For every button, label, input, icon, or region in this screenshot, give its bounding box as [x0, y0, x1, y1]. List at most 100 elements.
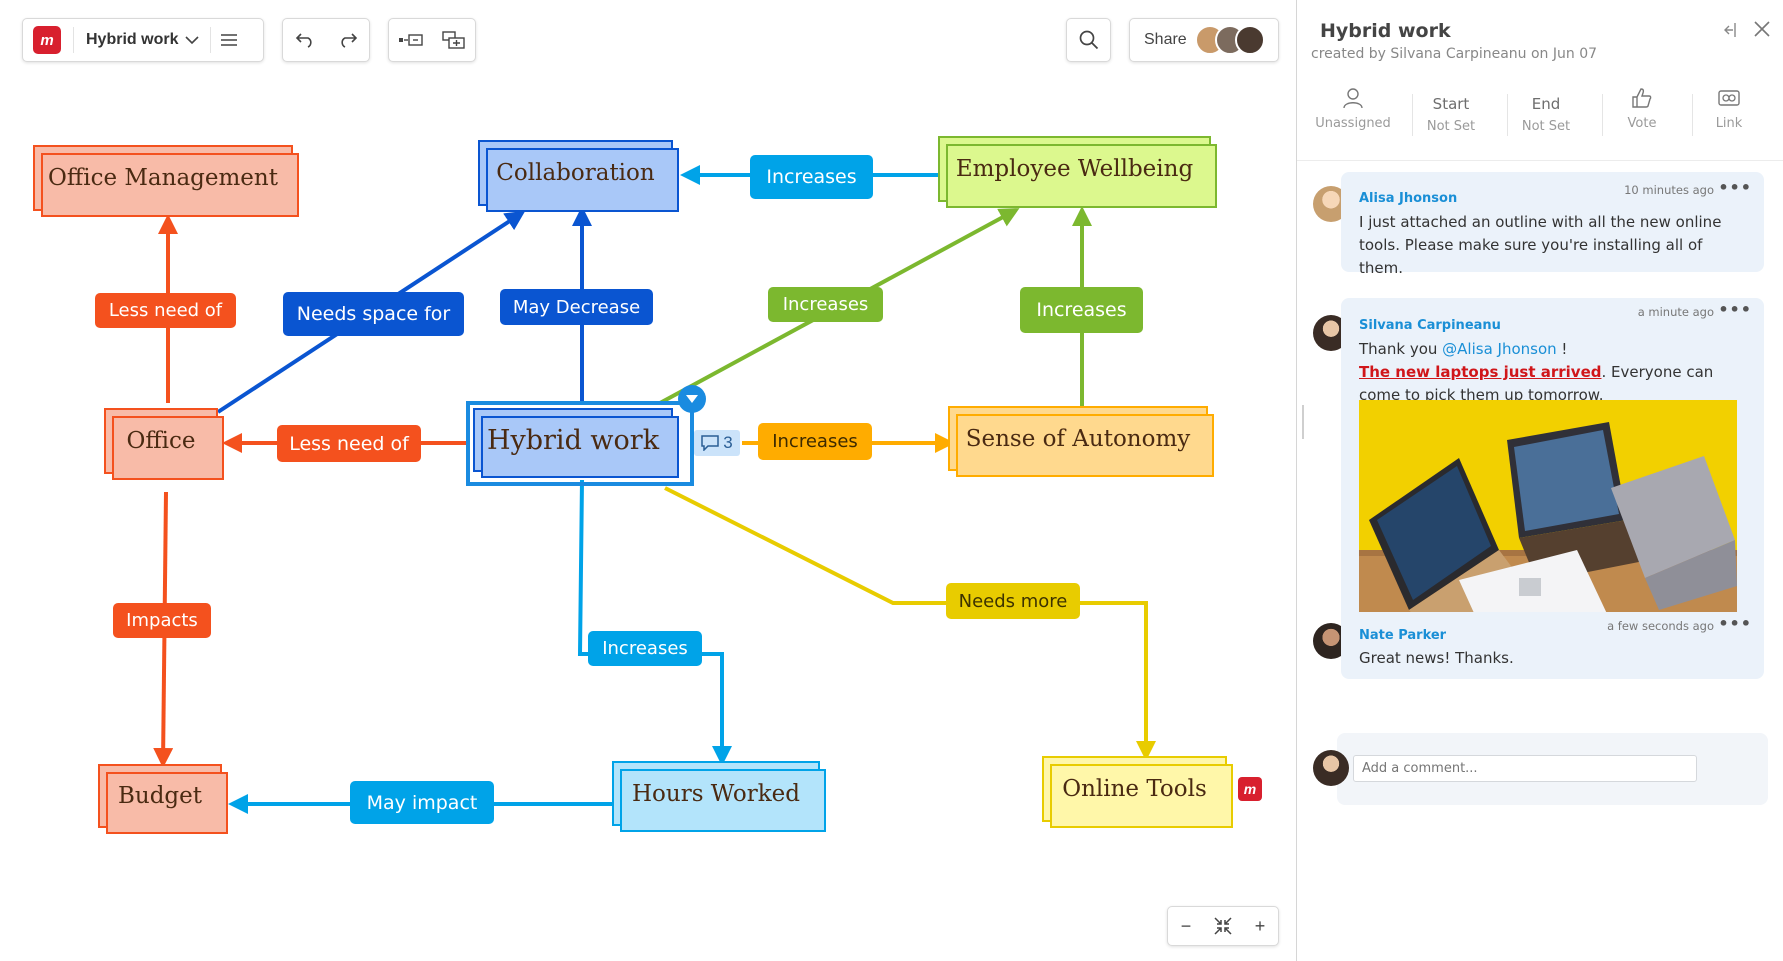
comment-text: Thank you @Alisa Jhonson !The new laptop… — [1359, 340, 1714, 404]
add-subtopic-icon — [441, 31, 465, 49]
comment-text: I just attached an outline with all the … — [1359, 213, 1722, 277]
collapse-panel-icon — [1724, 23, 1736, 37]
more-options-icon[interactable]: ••• — [1718, 300, 1752, 319]
topic-collapse-toggle[interactable] — [678, 385, 706, 413]
assignee-field[interactable]: Unassigned — [1313, 86, 1393, 131]
link-label: Link — [1715, 116, 1743, 131]
end-label: End — [1531, 95, 1561, 113]
laptops-photo — [1359, 400, 1737, 646]
undo-icon — [295, 33, 312, 48]
menu-button[interactable] — [211, 19, 247, 61]
comment-item: Silvana Carpineanu a minute ago ••• Than… — [1341, 298, 1764, 670]
central-topic-selection — [466, 401, 694, 486]
add-topic-button[interactable] — [389, 19, 432, 61]
topic-online-tools[interactable]: Online Tools — [1042, 756, 1233, 828]
relation-label-may-impact[interactable]: May impact — [350, 781, 494, 824]
start-label: Start — [1432, 95, 1470, 113]
share-button[interactable]: Share — [1129, 18, 1279, 62]
link-icon — [1718, 90, 1740, 106]
document-toolbar: m Hybrid work — [22, 18, 264, 62]
comment-author: Nate Parker — [1359, 628, 1447, 643]
chevron-down-icon — [185, 36, 200, 45]
topic-hours-worked[interactable]: Hours Worked — [612, 761, 826, 832]
relation-label-increases[interactable]: Increases — [750, 155, 873, 199]
comment-item: Nate Parker a few seconds ago ••• Great … — [1341, 612, 1764, 679]
triangle-down-icon — [686, 395, 698, 403]
undo-button[interactable] — [283, 19, 326, 61]
start-value: Not Set — [1426, 119, 1476, 134]
topic-budget[interactable]: Budget — [98, 764, 228, 834]
zoom-controls: − + — [1167, 906, 1279, 946]
relation-label-needs-space-for[interactable]: Needs space for — [283, 292, 464, 336]
app-logo-icon[interactable]: m — [33, 26, 61, 54]
topic-office-management[interactable]: Office Management — [33, 145, 299, 217]
add-subtopic-button[interactable] — [432, 19, 475, 61]
close-icon — [1754, 21, 1770, 37]
add-sibling-topic-icon — [398, 34, 423, 46]
connector-hybrid-to-hours — [577, 479, 732, 766]
end-value: Not Set — [1521, 119, 1571, 134]
avatar — [1313, 750, 1349, 786]
comment-count-badge[interactable]: 3 — [694, 430, 740, 456]
attached-laptops-image[interactable] — [1359, 400, 1737, 646]
hamburger-menu-icon — [221, 34, 238, 46]
comment-time: a minute ago — [1637, 305, 1714, 319]
topic-office[interactable]: Office — [104, 408, 224, 480]
topic-collaboration[interactable]: Collaboration — [478, 140, 679, 212]
vote-button[interactable]: Vote — [1602, 86, 1682, 131]
relation-label-impacts[interactable]: Impacts — [113, 603, 211, 638]
redo-button[interactable] — [326, 19, 369, 61]
topic-employee-wellbeing[interactable]: Employee Wellbeing — [938, 136, 1217, 208]
thumbs-up-icon — [1632, 88, 1652, 108]
panel-subtitle: created by Silvana Carpineanu on Jun 07 — [1311, 46, 1598, 62]
relation-label-may-decrease[interactable]: May Decrease — [500, 289, 653, 325]
zoom-out-button[interactable]: − — [1180, 915, 1192, 936]
user-icon — [1343, 88, 1363, 109]
comment-author: Alisa Jhonson — [1359, 191, 1458, 206]
share-label: Share — [1144, 31, 1187, 48]
comment-time: a few seconds ago — [1607, 619, 1714, 633]
add-comment-input[interactable] — [1353, 755, 1697, 782]
collapse-panel-button[interactable] — [1721, 20, 1741, 44]
document-title-dropdown[interactable]: Hybrid work — [86, 19, 200, 61]
comment-icon — [701, 435, 720, 451]
insert-toolbar — [388, 18, 476, 62]
search-button[interactable] — [1067, 19, 1110, 61]
user-mention[interactable]: @Alisa Jhonson — [1442, 340, 1557, 358]
relation-label-less-need-of[interactable]: Less need of — [95, 293, 236, 328]
linked-map-icon[interactable]: m — [1238, 777, 1262, 801]
document-title: Hybrid work — [86, 31, 179, 48]
comment-link[interactable]: The new laptops just arrived — [1359, 363, 1602, 381]
avatar — [1234, 25, 1265, 55]
comment-time: 10 minutes ago — [1624, 183, 1714, 197]
more-options-icon[interactable]: ••• — [1718, 178, 1752, 197]
close-panel-button[interactable] — [1753, 20, 1771, 42]
panel-resize-handle[interactable] — [1302, 405, 1304, 439]
redo-icon — [340, 33, 357, 48]
zoom-in-button[interactable]: + — [1254, 915, 1266, 936]
connector-hybrid-to-online-tools — [664, 486, 1156, 761]
mind-map-canvas[interactable]: m Hybrid work Share — [0, 0, 1295, 961]
panel-title: Hybrid work — [1320, 20, 1451, 42]
more-options-icon[interactable]: ••• — [1718, 614, 1752, 633]
assignee-value: Unassigned — [1315, 116, 1391, 131]
relation-label-needs-more[interactable]: Needs more — [946, 583, 1080, 619]
comment-author: Silvana Carpineanu — [1359, 318, 1501, 333]
central-topic-hybrid-work[interactable]: Hybrid work — [473, 408, 679, 478]
link-button[interactable]: Link — [1689, 86, 1769, 131]
comment-item: Alisa Jhonson 10 minutes ago ••• I just … — [1341, 172, 1764, 277]
relation-label-increases[interactable]: Increases — [768, 287, 883, 322]
end-date-field[interactable]: End Not Set — [1506, 92, 1586, 134]
start-date-field[interactable]: Start Not Set — [1411, 92, 1491, 134]
vote-label: Vote — [1627, 116, 1657, 131]
relation-label-increases[interactable]: Increases — [758, 423, 872, 460]
history-toolbar — [282, 18, 370, 62]
topic-sense-of-autonomy[interactable]: Sense of Autonomy — [948, 406, 1214, 477]
relation-label-increases[interactable]: Increases — [1020, 287, 1143, 333]
relation-label-increases[interactable]: Increases — [588, 631, 702, 666]
fit-to-screen-button[interactable] — [1204, 907, 1242, 945]
collaborator-avatars — [1194, 25, 1265, 55]
search-toolbar — [1066, 18, 1111, 62]
relation-label-less-need-of[interactable]: Less need of — [277, 425, 421, 462]
collapse-arrows-icon — [1214, 917, 1232, 935]
